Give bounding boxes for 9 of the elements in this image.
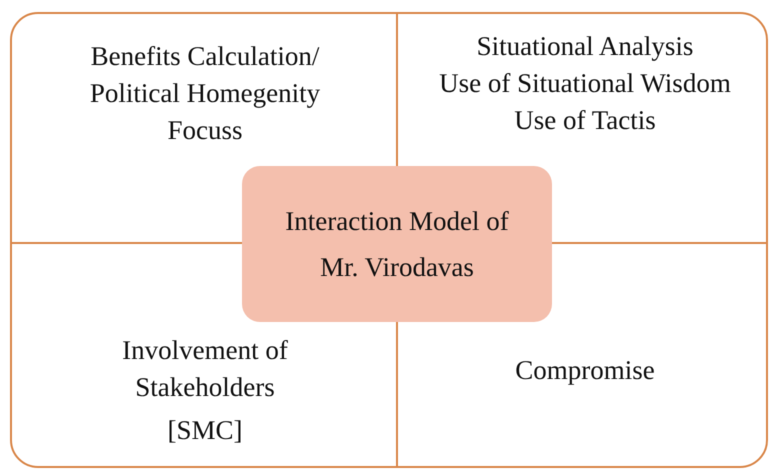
quadrant-text: Benefits Calculation/ Political Homegenity Focuss bbox=[88, 40, 322, 147]
quadrant-text: Use of Situational Wisdom bbox=[438, 67, 732, 100]
title-box: Interaction Model of Mr. Virodavas bbox=[242, 166, 552, 322]
quadrant-text: Situational Analysis bbox=[476, 30, 694, 63]
quadrant-text: Use of Tactis bbox=[513, 104, 657, 137]
quadrant-text: Involvement of Stakeholders bbox=[121, 334, 289, 404]
quadrant-text: [SMC] bbox=[166, 414, 244, 447]
rounded-frame bbox=[10, 12, 768, 468]
quadrant-text: Compromise bbox=[514, 354, 656, 387]
